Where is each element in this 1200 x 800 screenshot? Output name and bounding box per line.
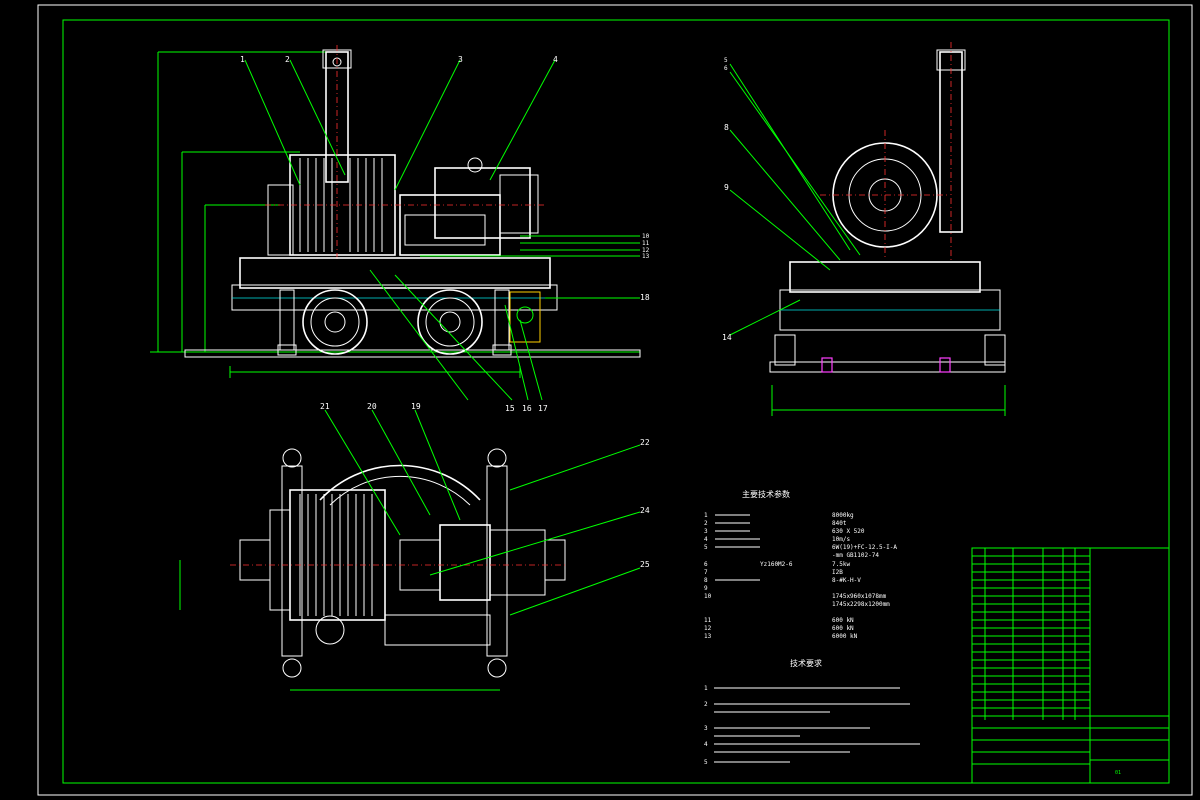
svg-text:3: 3 [704, 725, 708, 732]
outer-frame [37, 4, 1193, 796]
callout-22: 22 [640, 438, 650, 447]
callout-3: 3 [458, 55, 463, 64]
svg-text:6: 6 [704, 561, 708, 568]
svg-text:630 X 520: 630 X 520 [832, 528, 865, 535]
svg-text:9: 9 [704, 585, 708, 592]
callout-2: 2 [285, 55, 290, 64]
callout-18: 18 [640, 293, 650, 302]
svg-text:6000 kN: 6000 kN [832, 633, 858, 640]
callout-10: 10 [642, 233, 650, 240]
svg-text:I2B: I2B [832, 569, 843, 576]
callout-24: 24 [640, 506, 650, 515]
callout-25: 25 [640, 560, 650, 569]
svg-text:7: 7 [704, 569, 708, 576]
spec-title: 主要技术参数 [742, 489, 790, 499]
svg-text:600 kN: 600 kN [832, 625, 854, 632]
front-view: 1 2 3 4 10 11 12 13 18 15 16 17 [150, 45, 650, 413]
svg-text:1745x960x1078mm: 1745x960x1078mm [832, 593, 887, 600]
svg-text:840t: 840t [832, 520, 847, 527]
svg-text:1745x2298x1200mm: 1745x2298x1200mm [832, 601, 890, 608]
callout-11: 11 [642, 240, 650, 247]
svg-text:8000kg: 8000kg [832, 512, 854, 519]
callout-17: 17 [538, 404, 548, 413]
svg-text:1: 1 [704, 685, 708, 692]
callout-12: 12 [642, 247, 650, 254]
inner-frame [62, 19, 1170, 784]
svg-text:4: 4 [704, 741, 708, 748]
svg-text:3: 3 [704, 528, 708, 535]
callout-15: 15 [505, 404, 515, 413]
svg-text:5: 5 [704, 759, 708, 766]
svg-text:600 kN: 600 kN [832, 617, 854, 624]
svg-text:2: 2 [704, 701, 708, 708]
svg-text:4: 4 [704, 536, 708, 543]
svg-text:7.5kw: 7.5kw [832, 561, 850, 568]
svg-text:13: 13 [704, 633, 712, 640]
sheet-number: 01 [1115, 770, 1121, 776]
callout-5: 5 [724, 57, 728, 64]
callout-21: 21 [320, 402, 330, 411]
svg-text:8: 8 [704, 577, 708, 584]
svg-text:10: 10 [704, 593, 712, 600]
callout-6: 6 [724, 65, 728, 72]
callout-14: 14 [722, 333, 732, 342]
svg-text:Yz160M2-6: Yz160M2-6 [760, 561, 793, 568]
plan-view: 21 20 19 22 24 25 [179, 402, 650, 691]
svg-text:1: 1 [704, 512, 708, 519]
svg-text:5: 5 [704, 544, 708, 551]
svg-text:6W(19)+FC-12.5-I-A: 6W(19)+FC-12.5-I-A [832, 544, 897, 551]
svg-text:12: 12 [704, 625, 712, 632]
callout-19: 19 [411, 402, 421, 411]
callout-20: 20 [367, 402, 377, 411]
svg-text:8-#K-H-V: 8-#K-H-V [832, 577, 861, 584]
callout-16: 16 [522, 404, 532, 413]
callout-1: 1 [240, 55, 245, 64]
side-view: 5 6 8 9 14 [722, 42, 1006, 416]
spec-table: 主要技术参数 1 8000kg 2 840t 3 630 X 520 4 10m/s 5… [704, 489, 897, 640]
svg-text:2: 2 [704, 520, 708, 527]
svg-text:11: 11 [704, 617, 712, 624]
technical-notes: 技术要求 1 2 3 4 5 [704, 658, 920, 766]
svg-text:-mm GB1102-74: -mm GB1102-74 [832, 552, 879, 559]
callout-8: 8 [724, 123, 729, 132]
svg-text:10m/s: 10m/s [832, 536, 850, 543]
notes-title: 技术要求 [790, 658, 822, 668]
callout-4: 4 [553, 55, 558, 64]
title-block: 01 [971, 547, 1170, 784]
callout-13: 13 [642, 253, 650, 260]
callout-9: 9 [724, 183, 729, 192]
